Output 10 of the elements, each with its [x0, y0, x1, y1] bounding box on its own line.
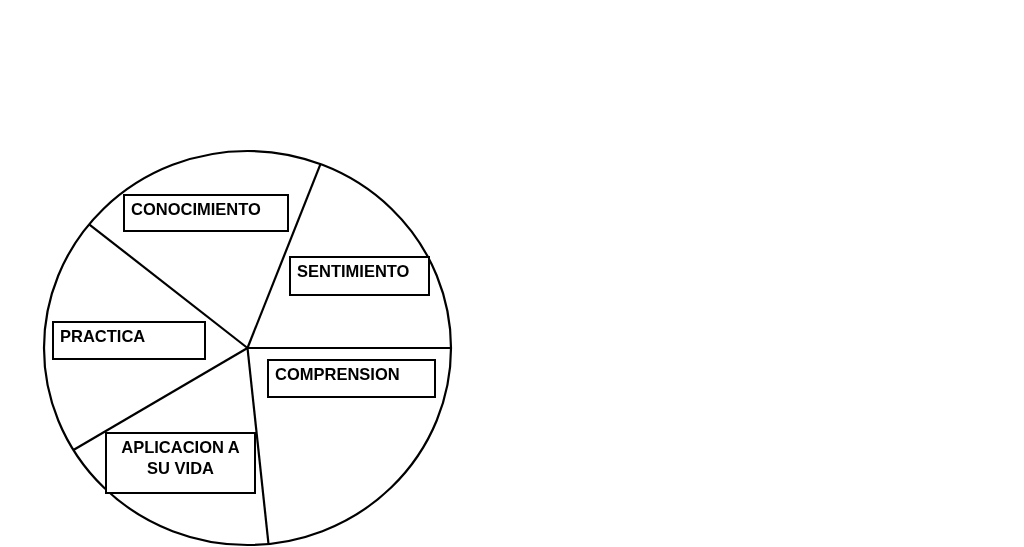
sector-label: APLICACION A SU VIDA: [121, 438, 240, 477]
label-box: [123, 194, 289, 232]
sector-label: SENTIMIENTO: [297, 262, 410, 280]
sector-label: CONOCIMIENTO: [131, 200, 261, 218]
label-box: [267, 359, 436, 398]
label-box: [289, 256, 430, 296]
sector-label: COMPRENSION: [275, 365, 400, 383]
sector-label: PRACTICA: [60, 327, 146, 345]
label-box: [105, 432, 256, 494]
label-box: [52, 321, 206, 360]
